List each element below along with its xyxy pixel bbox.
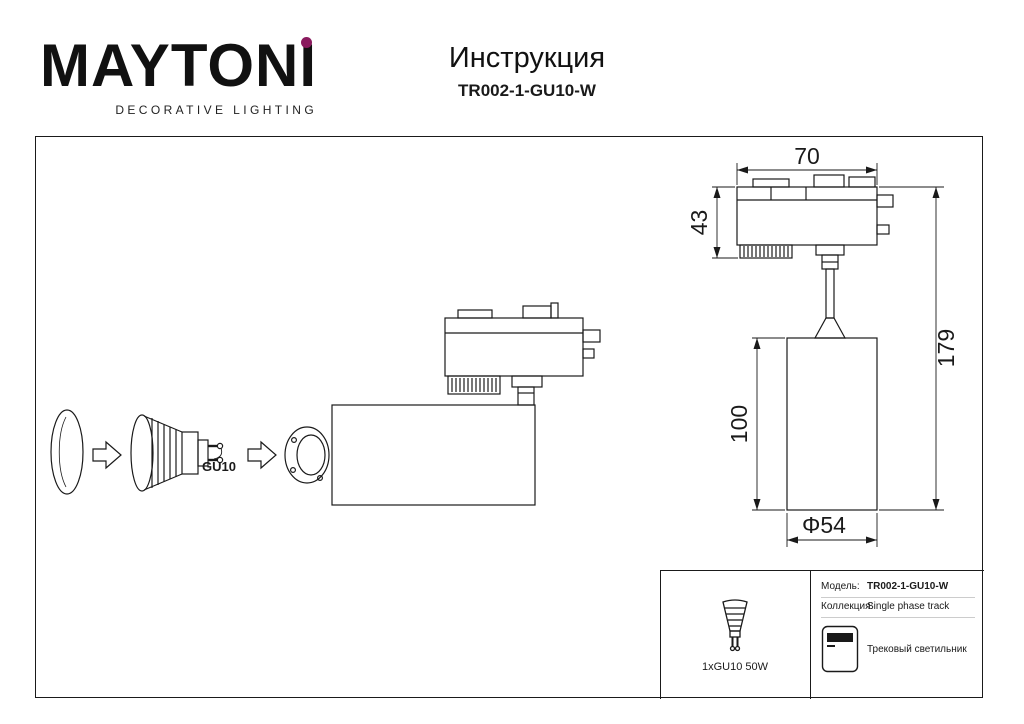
lamp-spec-text: 1xGU10 50W [701,660,769,673]
drawing-area: GU10 [35,136,984,699]
logo-tagline: DECORATIVE LIGHTING [115,103,318,117]
model-label: Модель: [821,581,860,592]
logo-wordmark: MAYTONI [40,32,318,99]
gu10-bulb-icon [722,598,748,651]
lamp-body [331,404,536,506]
spec-separator [821,597,975,598]
dim-label-100: 100 [726,405,752,443]
track-luminaire-icon [821,625,859,673]
model-number: TR002-1-GU10-W [458,81,596,100]
dim-100 [752,337,785,511]
track-adapter-front [736,174,894,259]
maytoni-logo: MAYTONI DECORATIVE LIGHTING [40,32,318,118]
spec-separator [821,617,975,618]
assembly-diagram: GU10 [50,302,601,506]
page-title: Инструкция [448,42,606,74]
dim-label-179: 179 [933,329,959,367]
footer-divider-vertical-mid [810,570,811,699]
product-type-row: Трековый светильник [821,625,975,673]
lamp-body-front [786,337,878,511]
dim-label-diameter: Φ54 [802,512,846,538]
assembly-arrow-icon [247,440,277,470]
dim-179 [879,186,944,511]
footer-divider-vertical-left [660,570,661,699]
header-title-block: Инструкция TR002-1-GU10-W [377,42,677,101]
gu10-bulb [130,414,224,492]
dimension-drawing: 70 43 179 100 Φ54 [686,143,959,547]
spec-row-model: Модель: TR002-1-GU10-W [821,578,975,597]
footer-divider-horizontal [660,570,984,571]
dim-label-43: 43 [686,210,712,236]
dim-label-70: 70 [794,143,820,169]
gu10-label: GU10 [202,459,236,474]
lamp-cover-glass [50,409,84,495]
collection-value: Single phase track [867,601,950,612]
collection-label: Коллекция: [821,601,874,612]
dim-43 [712,186,738,259]
product-spec-cell: Модель: TR002-1-GU10-W Коллекция: Single… [811,570,983,698]
model-value: TR002-1-GU10-W [867,581,949,592]
track-adapter [444,302,601,406]
product-type-text: Трековый светильник [867,643,967,655]
spec-row-collection: Коллекция: Single phase track [821,598,975,617]
fixing-ring [284,426,330,484]
logo-dot-icon [301,37,313,48]
dim-70 [736,163,878,185]
stem [813,244,847,339]
assembly-arrow-icon [92,440,122,470]
gu10-label-leader [213,447,223,460]
lamp-info-cell: 1xGU10 50W [661,571,809,698]
dim-diameter [786,513,878,547]
